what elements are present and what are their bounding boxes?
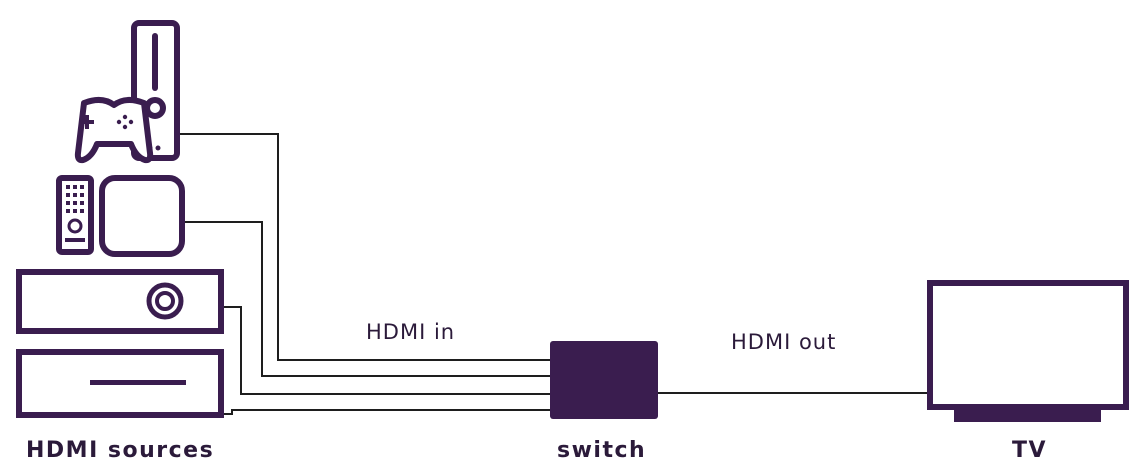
av-receiver-icon: [16, 269, 224, 334]
cable-console: [180, 133, 550, 361]
hdmi-in-cables: [180, 133, 550, 415]
tv-caption: TV: [1012, 438, 1048, 463]
switch-box-icon: [550, 341, 658, 419]
tv-icon: [927, 280, 1129, 422]
cable-streaming-box: [184, 221, 550, 377]
remote-control-icon: [56, 175, 94, 255]
switch-caption: switch: [557, 438, 647, 463]
hdmi-in-label: HDMI in: [366, 320, 456, 344]
gamepad-icon: [74, 97, 154, 164]
cable-av-receiver: [221, 306, 550, 395]
streaming-box-icon: [99, 175, 185, 257]
hdmi-sources-caption: HDMI sources: [26, 438, 215, 463]
hdmi-out-label: HDMI out: [731, 330, 837, 354]
dvd-player-icon: [16, 349, 224, 418]
cable-dvd-player: [221, 409, 550, 415]
